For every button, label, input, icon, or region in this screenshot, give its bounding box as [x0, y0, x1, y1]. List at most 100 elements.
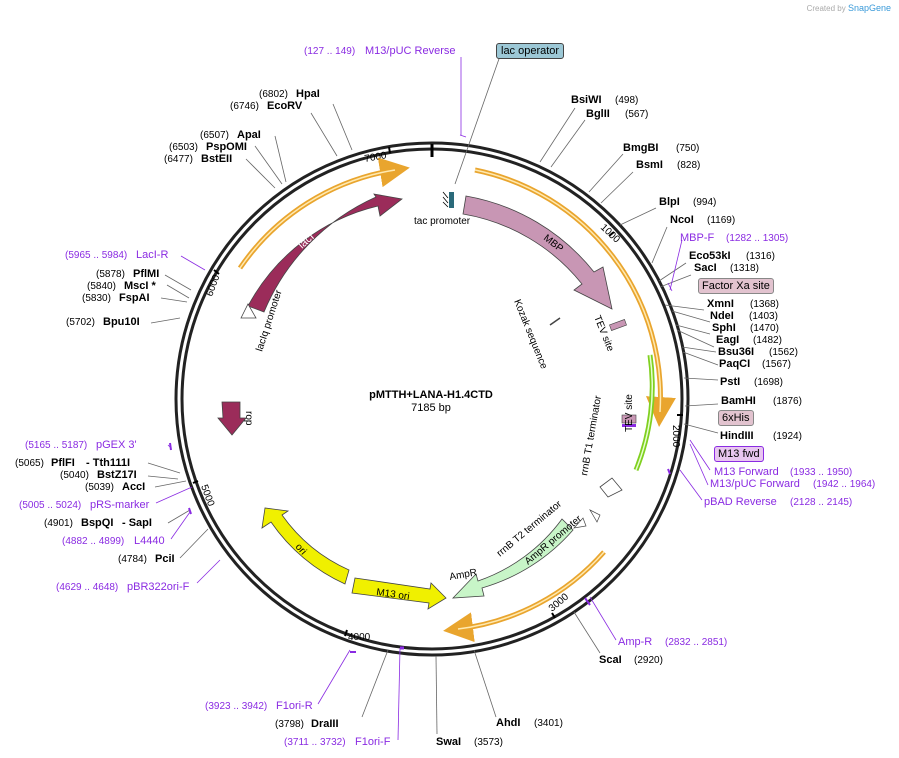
site-pcii[interactable]: PciI [155, 553, 175, 565]
site-psti[interactable]: PstI [720, 376, 740, 388]
svg-text:(750): (750) [676, 143, 699, 154]
primer-m13-puc-reverse[interactable]: M13/pUC Reverse [365, 45, 455, 57]
primer-labels: (127 .. 149) M13/pUC Reverse MBP-F (1282… [19, 45, 875, 748]
site-eco53ki[interactable]: Eco53kI [689, 250, 731, 262]
svg-text:(1567): (1567) [762, 359, 791, 370]
svg-text:(1562): (1562) [769, 347, 798, 358]
site-pflfi[interactable]: PflFI [51, 457, 75, 469]
svg-text:(1318): (1318) [730, 263, 759, 274]
ori-arrow [261, 507, 350, 585]
svg-text:(6507): (6507) [200, 130, 229, 141]
svg-text:(4784): (4784) [118, 554, 147, 565]
site-bamhi[interactable]: BamHI [721, 395, 756, 407]
site-saci[interactable]: SacI [694, 262, 717, 274]
svg-text:(3798): (3798) [275, 719, 304, 730]
site-bglii[interactable]: BglII [586, 108, 610, 120]
site-blpi[interactable]: BlpI [659, 196, 680, 208]
m13-fwd-box[interactable]: M13 fwd [714, 446, 764, 462]
primer-pgex-3[interactable]: pGEX 3' [96, 439, 137, 451]
primer-leader-lines [155, 57, 711, 741]
svg-text:(4882 .. 4899): (4882 .. 4899) [62, 536, 124, 547]
site-ecorv[interactable]: EcoRV [267, 100, 303, 112]
svg-text:(1698): (1698) [754, 377, 783, 388]
site-msci[interactable]: MscI * [124, 280, 157, 292]
svg-text:(994): (994) [693, 197, 716, 208]
tev-site-2-label: TEV site [624, 394, 635, 432]
site-ncoi[interactable]: NcoI [670, 214, 694, 226]
tick-label-4000: 4000 [348, 632, 371, 643]
backbone-outer [174, 141, 690, 657]
site-pflmi[interactable]: PflMI [133, 268, 159, 280]
svg-text:(1482): (1482) [753, 335, 782, 346]
site-sapi[interactable]: - SapI [122, 517, 152, 529]
site-swai[interactable]: SwaI [436, 736, 461, 748]
ampr-arrow [452, 518, 574, 599]
primer-f1ori-f[interactable]: F1ori-F [355, 736, 391, 748]
site-draiii[interactable]: DraIII [311, 718, 339, 730]
site-eagi[interactable]: EagI [716, 334, 739, 346]
lac-operator-box[interactable]: lac operator [496, 43, 565, 59]
site-bsmi[interactable]: BsmI [636, 159, 663, 171]
svg-text:(1876): (1876) [773, 396, 802, 407]
primer-f1ori-r[interactable]: F1ori-R [276, 700, 313, 712]
tac-promoter-mark [449, 192, 454, 208]
primer-amp-r[interactable]: Amp-R [618, 636, 652, 648]
svg-text:(1942 .. 1964): (1942 .. 1964) [813, 479, 875, 490]
svg-text:(828): (828) [677, 160, 700, 171]
primer-l4440[interactable]: L4440 [134, 535, 165, 547]
6xhis-box[interactable]: 6xHis [718, 410, 754, 426]
snapgene-credit: Created by SnapGene [807, 3, 891, 13]
site-xmni[interactable]: XmnI [707, 298, 734, 310]
svg-text:(1933 .. 1950): (1933 .. 1950) [790, 467, 852, 478]
site-pspomi[interactable]: PspOMI [206, 141, 247, 153]
primer-mbp-f[interactable]: MBP-F [680, 232, 715, 244]
site-sphi[interactable]: SphI [712, 322, 736, 334]
site-ahdi[interactable]: AhdI [496, 717, 520, 729]
site-hpai[interactable]: HpaI [296, 88, 320, 100]
factor-xa-box[interactable]: Factor Xa site [698, 278, 774, 294]
m13-ori-label: M13 ori [376, 587, 411, 603]
primer-m13-puc-forward[interactable]: M13/pUC Forward [710, 478, 800, 490]
site-bstz17i[interactable]: BstZ17I [97, 469, 137, 481]
plasmid-name: pMTTH+LANA-H1.4CTD [369, 389, 493, 401]
svg-text:(5830): (5830) [82, 293, 111, 304]
site-fspai[interactable]: FspAI [119, 292, 150, 304]
site-hindiii[interactable]: HindIII [720, 430, 754, 442]
site-apai[interactable]: ApaI [237, 129, 261, 141]
svg-text:(6477): (6477) [164, 154, 193, 165]
svg-text:(5065): (5065) [15, 458, 44, 469]
credit-prefix: Created by [806, 4, 846, 13]
svg-text:(6802): (6802) [259, 89, 288, 100]
svg-text:(4901): (4901) [44, 518, 73, 529]
site-bspqi[interactable]: BspQI [81, 517, 113, 529]
site-acci[interactable]: AccI [122, 481, 145, 493]
right-enzyme-labels: BsiWI (498) BglII (567) BmgBI (750) BsmI… [436, 94, 802, 748]
primer-prs-marker[interactable]: pRS-marker [90, 499, 150, 511]
site-bpu10i[interactable]: Bpu10I [103, 316, 140, 328]
svg-text:(6503): (6503) [169, 142, 198, 153]
svg-text:(2832 .. 2851): (2832 .. 2851) [665, 637, 727, 648]
laciq-promoter-arrow [240, 303, 257, 319]
svg-text:(1403): (1403) [749, 311, 778, 322]
site-tth111i[interactable]: - Tth111I [86, 457, 130, 469]
site-bsteii[interactable]: BstEII [201, 153, 232, 165]
primer-pbr322ori-f[interactable]: pBR322ori-F [127, 581, 190, 593]
primer-pbad-reverse[interactable]: pBAD Reverse [704, 496, 777, 508]
tick-label-2000: 2000 [670, 425, 681, 448]
svg-text:(5702): (5702) [66, 317, 95, 328]
site-bsiwi[interactable]: BsiWI [571, 94, 602, 106]
tev-site-1-mark [609, 319, 627, 331]
site-scai[interactable]: ScaI [599, 654, 622, 666]
primer-laci-r[interactable]: LacI-R [136, 249, 168, 261]
site-bmgbi[interactable]: BmgBI [623, 142, 658, 154]
site-ndei[interactable]: NdeI [710, 310, 734, 322]
svg-text:(5965 .. 5984): (5965 .. 5984) [65, 250, 127, 261]
site-paqci[interactable]: PaqCI [719, 358, 750, 370]
tick-marks [192, 146, 683, 637]
primer-m13-forward[interactable]: M13 Forward [714, 466, 779, 478]
site-bsu36i[interactable]: Bsu36I [718, 346, 754, 358]
